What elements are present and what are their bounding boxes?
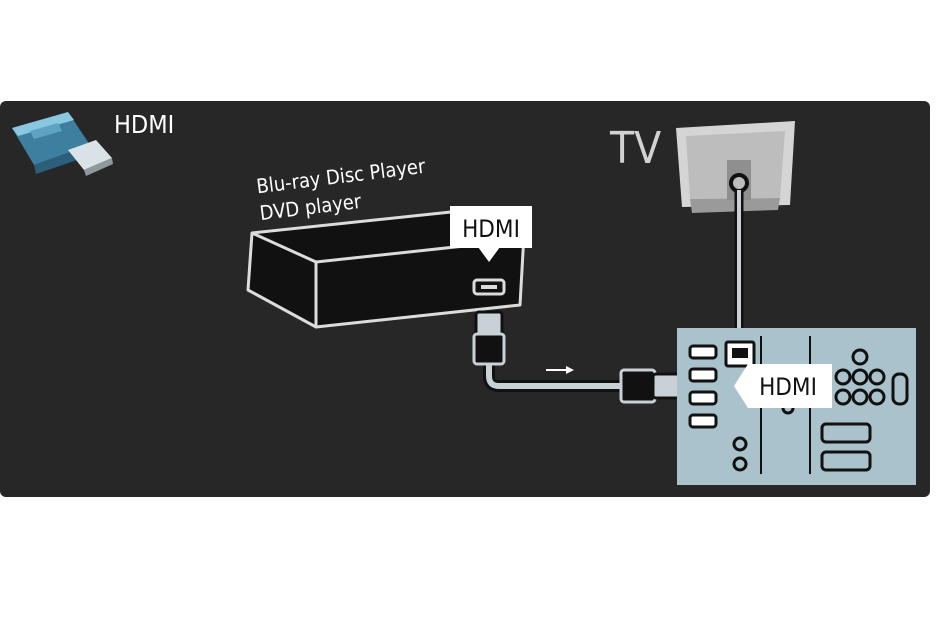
hdmi-plug-icon: [12, 112, 113, 176]
tv-label: TV: [609, 123, 661, 174]
direction-arrow-icon: [546, 366, 574, 374]
hdmi-legend-label: HDMI: [114, 110, 174, 139]
tv-hdmi-label: HDMI: [759, 373, 817, 401]
hdmi-cable: [474, 312, 681, 402]
player-hdmi-label: HDMI: [462, 215, 520, 243]
